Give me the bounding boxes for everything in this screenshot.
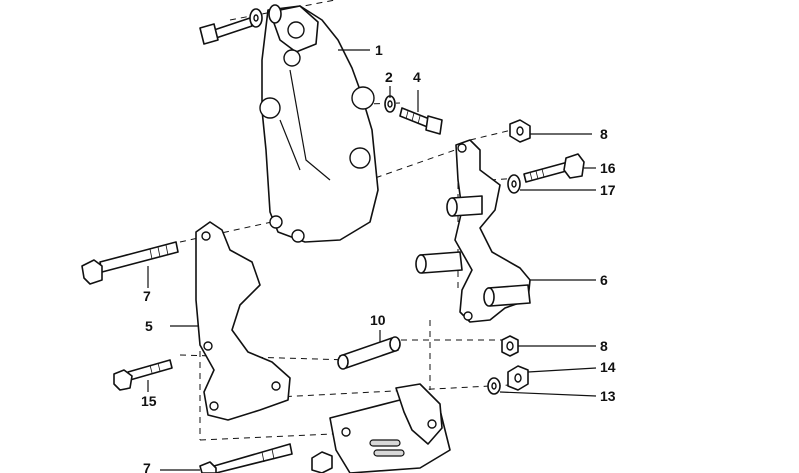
bolt-part-16 xyxy=(523,153,585,183)
bolt-part-4 xyxy=(399,107,443,135)
bolt-part-15 xyxy=(113,359,173,391)
callout-7-upper: 7 xyxy=(143,288,151,304)
callout-16: 16 xyxy=(600,160,616,176)
washer-part-2 xyxy=(384,95,396,113)
washer-part-17 xyxy=(507,174,521,194)
callout-7-lower: 7 xyxy=(143,460,151,473)
long-bolt-part-7-upper xyxy=(81,241,179,285)
long-bolt-part-7-lower xyxy=(199,443,333,473)
callout-leaders xyxy=(147,49,597,471)
adjusting-bracket xyxy=(329,383,451,473)
callout-labels: 1 2 4 8 16 17 6 7 5 10 8 14 13 15 7 xyxy=(141,42,616,473)
left-bracket-part-5 xyxy=(195,221,291,421)
callout-2: 2 xyxy=(385,69,393,85)
callout-8-upper: 8 xyxy=(600,126,608,142)
spacer-part-10 xyxy=(337,336,401,370)
top-bolt xyxy=(199,4,282,45)
washer-part-13 xyxy=(487,377,501,395)
nut-part-14 xyxy=(507,365,529,391)
callout-14: 14 xyxy=(600,359,616,375)
callout-10: 10 xyxy=(370,312,386,328)
nut-part-8-upper xyxy=(509,119,531,143)
main-bracket-part-1 xyxy=(259,5,379,243)
callout-8-lower: 8 xyxy=(600,338,608,354)
callout-17: 17 xyxy=(600,182,616,198)
callout-6: 6 xyxy=(600,272,608,288)
nut-part-8-lower xyxy=(501,335,519,357)
callout-15: 15 xyxy=(141,393,157,409)
callout-5: 5 xyxy=(145,318,153,334)
callout-1: 1 xyxy=(375,42,383,58)
callout-13: 13 xyxy=(600,388,616,404)
callout-4: 4 xyxy=(413,69,421,85)
right-bracket-part-6 xyxy=(415,139,531,323)
